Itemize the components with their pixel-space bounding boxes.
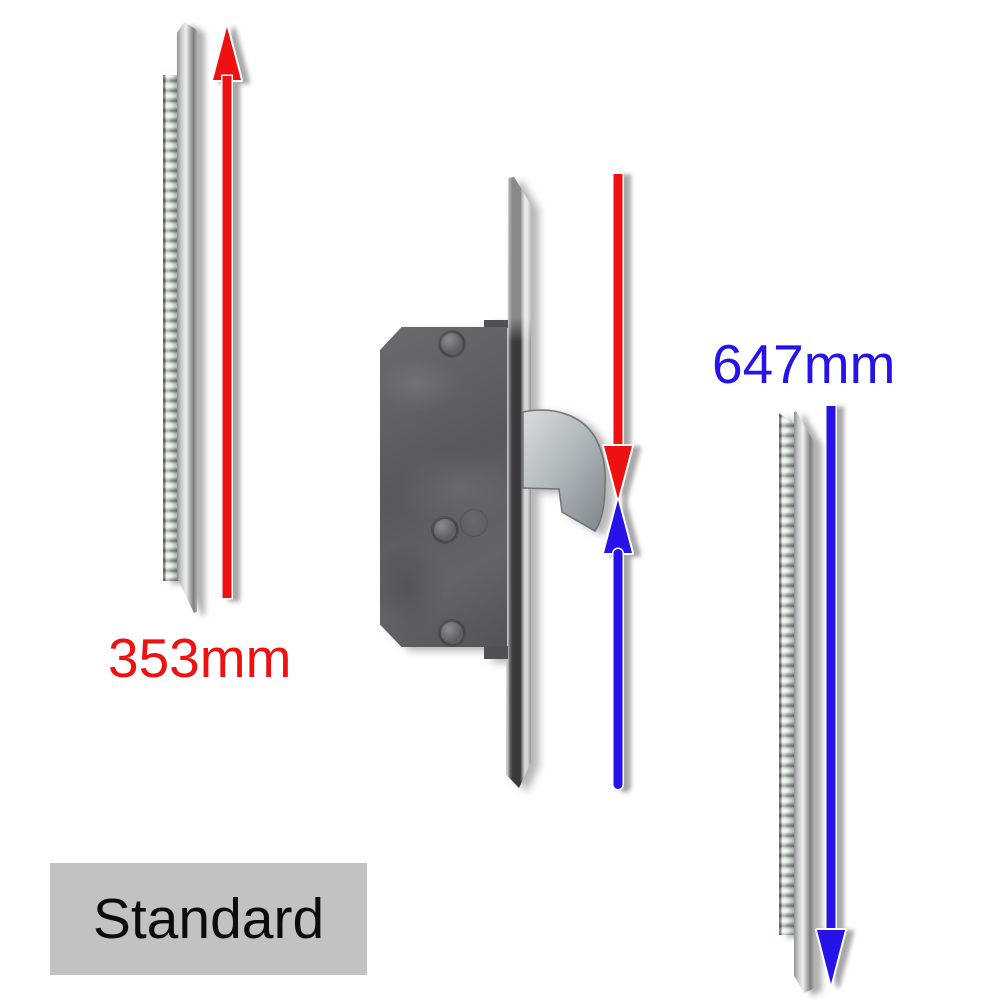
hook-bolt — [522, 409, 606, 532]
faceplate-tab-top — [484, 320, 508, 328]
serrated-rack-edge — [779, 413, 795, 935]
rivet-middle — [432, 517, 458, 543]
extension-strip-left — [163, 22, 197, 613]
hook-bolt-shape — [522, 409, 606, 532]
faceplate-tab-bottom — [484, 646, 508, 659]
variant-badge: Standard — [50, 863, 367, 975]
extension-strip-right — [779, 408, 814, 993]
arrow-shaft — [825, 404, 837, 936]
arrow-shaft — [612, 547, 624, 791]
red-arrow-down-icon — [602, 172, 634, 501]
serrated-rack-edge — [163, 75, 178, 581]
red-arrow-up-icon — [211, 25, 243, 600]
arrow-shaft — [221, 74, 233, 600]
arrowhead — [602, 444, 634, 501]
measurement-label-647mm: 647mm — [712, 333, 896, 395]
arrowhead — [602, 498, 634, 555]
blue-arrow-down-icon — [815, 404, 847, 986]
strip-metal-bar — [794, 410, 814, 993]
arrow-shaft — [612, 172, 624, 454]
measurement-label-353mm: 353mm — [108, 627, 292, 689]
blue-arrow-up-icon — [602, 498, 634, 791]
rivet-top — [439, 331, 465, 357]
rivet-bottom — [439, 620, 465, 646]
variant-badge-label: Standard — [92, 887, 325, 951]
spindle-mark — [460, 509, 488, 537]
strip-metal-bar — [177, 22, 197, 613]
arrowhead — [815, 928, 847, 986]
gearbox-case — [380, 327, 507, 647]
